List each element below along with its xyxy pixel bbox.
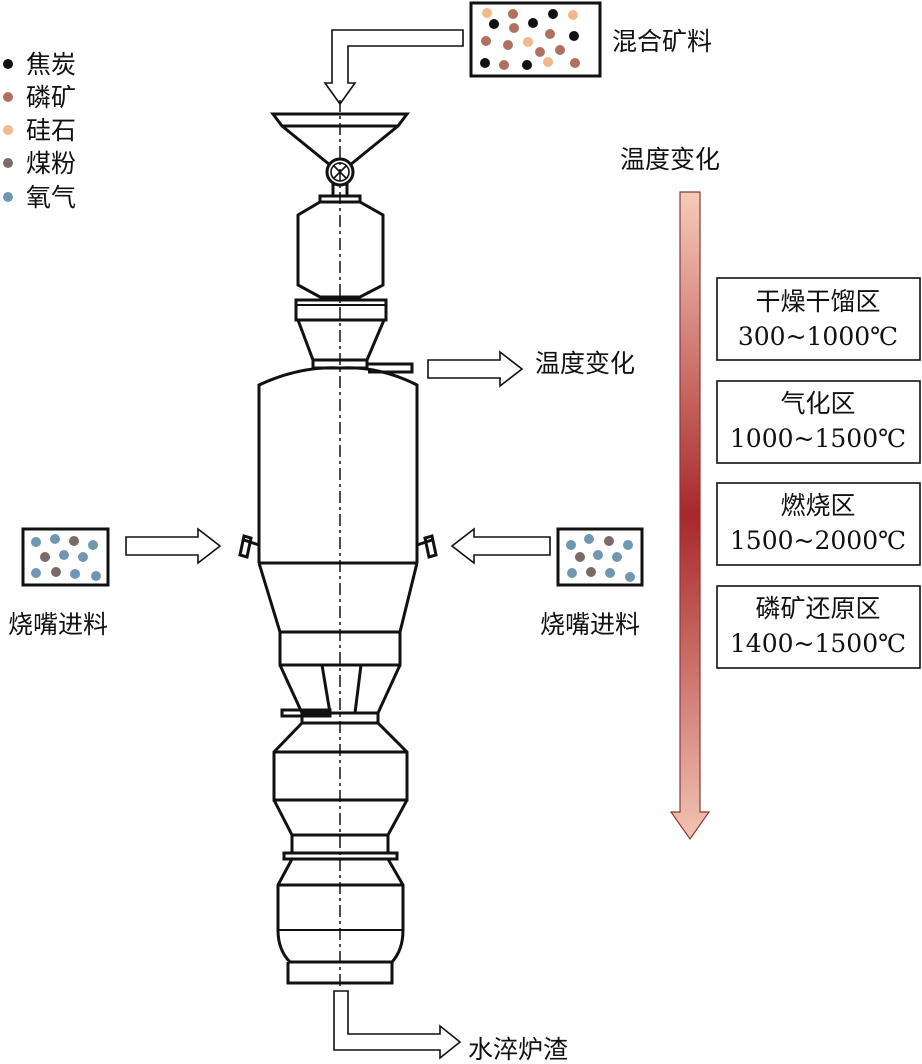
burner-feed-box-left bbox=[21, 527, 110, 587]
legend-dot-coal bbox=[3, 158, 13, 168]
legend-label: 焦炭 bbox=[26, 50, 76, 79]
zone-name: 气化区 bbox=[780, 389, 855, 418]
burner-feed-arrow-left bbox=[125, 527, 222, 565]
legend-label: 磷矿 bbox=[26, 83, 76, 112]
zone-drying: 干燥干馏区 300~1000℃ bbox=[716, 277, 921, 361]
legend: 焦炭 磷矿 硅石 煤粉 氧气 bbox=[3, 50, 76, 212]
zone-name: 干燥干馏区 bbox=[755, 287, 880, 316]
zone-name: 燃烧区 bbox=[780, 491, 855, 520]
legend-label: 氧气 bbox=[26, 183, 76, 212]
slag-outlet-arrow bbox=[333, 990, 462, 1060]
burner-nozzle-left bbox=[238, 534, 260, 559]
burner-feed-arrow-right bbox=[450, 527, 551, 565]
ore-particles bbox=[480, 8, 580, 70]
legend-dot-coke bbox=[3, 59, 13, 69]
burner-feed-right-label: 烧嘴进料 bbox=[540, 610, 640, 639]
mixed-ore-label: 混合矿料 bbox=[612, 27, 712, 56]
lock-hopper-vessel bbox=[294, 194, 414, 374]
legend-label: 煤粉 bbox=[26, 149, 76, 178]
zone-combustion: 燃烧区 1500~2000℃ bbox=[716, 482, 921, 566]
temperature-gradient-arrow bbox=[669, 191, 711, 841]
main-gasifier-vessel bbox=[238, 366, 438, 985]
feed-hopper bbox=[270, 112, 410, 196]
zone-range: 1400~1500℃ bbox=[730, 629, 906, 658]
temp-change-top-label: 温度变化 bbox=[620, 145, 720, 174]
zone-range: 1000~1500℃ bbox=[730, 424, 906, 453]
zone-name: 磷矿还原区 bbox=[755, 594, 880, 623]
zone-range: 1500~2000℃ bbox=[730, 526, 906, 555]
temp-change-side-label: 温度变化 bbox=[535, 349, 635, 378]
slag-label: 水淬炉渣 bbox=[468, 1035, 568, 1064]
rotary-valve-icon bbox=[325, 157, 355, 187]
zone-range: 300~1000℃ bbox=[738, 322, 898, 351]
gas-outlet-arrow bbox=[427, 350, 524, 388]
legend-label: 硅石 bbox=[26, 116, 76, 145]
legend-dot-oxygen bbox=[3, 192, 13, 202]
burner-feed-box-right bbox=[556, 527, 644, 587]
mixed-ore-box bbox=[469, 1, 602, 78]
burner-particles-left bbox=[31, 534, 101, 581]
legend-dot-silica bbox=[3, 125, 13, 135]
burner-particles-right bbox=[566, 534, 635, 582]
burner-feed-left-label: 烧嘴进料 bbox=[8, 610, 108, 639]
zone-gasification: 气化区 1000~1500℃ bbox=[716, 380, 921, 464]
feed-arrow bbox=[323, 29, 464, 106]
zone-reduction: 磷矿还原区 1400~1500℃ bbox=[716, 585, 921, 669]
legend-dot-phosphate bbox=[3, 92, 13, 102]
burner-nozzle-right bbox=[416, 534, 438, 559]
